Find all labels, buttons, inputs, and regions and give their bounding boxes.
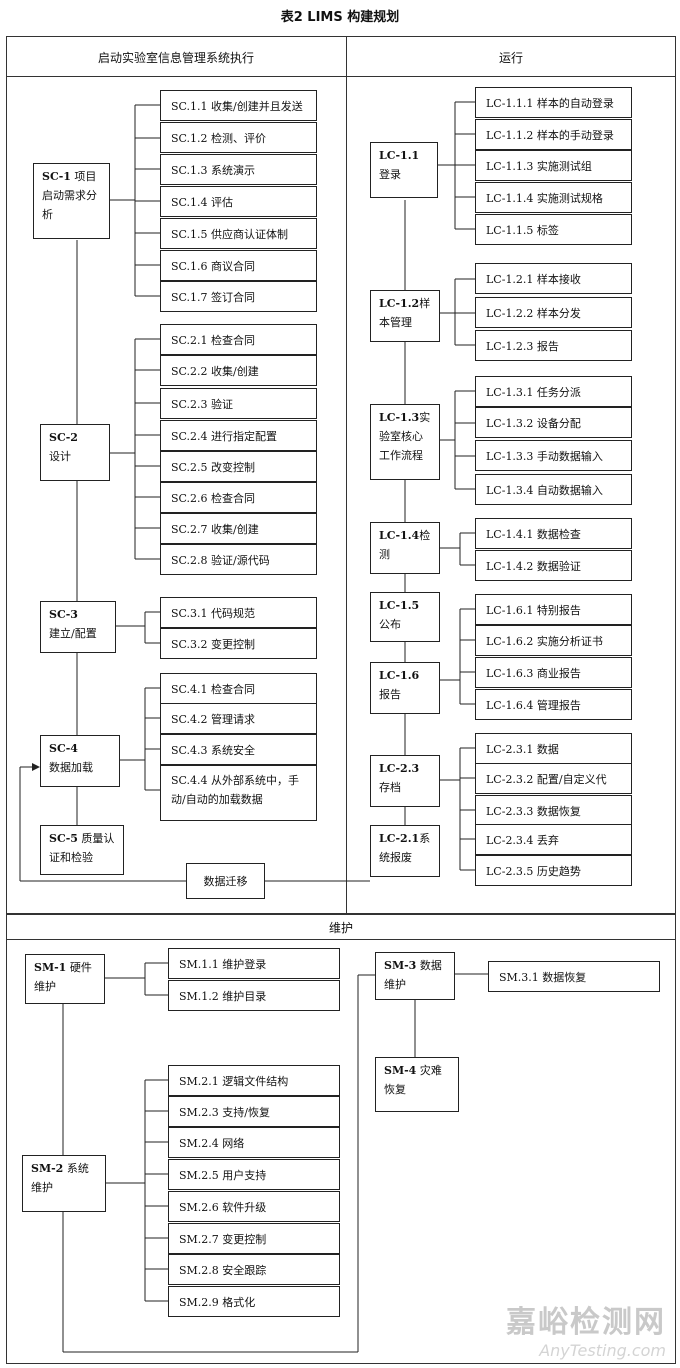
- lc-1-3-box: LC-1.3实验室核心工作流程: [370, 404, 440, 480]
- lc-1-4-2: LC-1.4.2 数据验证: [475, 550, 632, 581]
- sm-1-box: SM-1 硬件维护: [25, 954, 105, 1004]
- lc-1-6-3: LC-1.6.3 商业报告: [475, 657, 632, 688]
- sm-2-7: SM.2.7 变更控制: [168, 1223, 340, 1254]
- sc-2-7: SC.2.7 收集/创建: [160, 513, 317, 544]
- header-row: [6, 36, 676, 77]
- lc-1-1-5: LC-1.1.5 标签: [475, 214, 632, 245]
- sm-2-8: SM.2.8 安全跟踪: [168, 1254, 340, 1285]
- lc-1-1-1: LC-1.1.1 样本的自动登录: [475, 87, 632, 118]
- lc-1-3-3: LC-1.3.3 手动数据输入: [475, 440, 632, 471]
- sm-1-1: SM.1.1 维护登录: [168, 948, 340, 979]
- sc-2-6: SC.2.6 检查合同: [160, 482, 317, 513]
- sc-5-box: SC-5 质量认证和检验: [40, 825, 124, 875]
- header-startup-execution: 启动实验室信息管理系统执行: [97, 51, 254, 65]
- lc-1-2-1: LC-1.2.1 样本接收: [475, 263, 632, 294]
- lc-2-3-4: LC-2.3.4 丢弃: [475, 824, 632, 855]
- data-migration-box: 数据迁移: [186, 863, 265, 899]
- lc-1-1-2: LC-1.1.2 样本的手动登录: [475, 119, 632, 150]
- sc-2-1: SC.2.1 检查合同: [160, 324, 317, 355]
- lc-2-3-5: LC-2.3.5 历史趋势: [475, 855, 632, 886]
- sm-1-2: SM.1.2 维护目录: [168, 980, 340, 1011]
- sc-1-box: SC-1 项目启动需求分析: [33, 163, 110, 239]
- sc-4-1: SC.4.1 检查合同: [160, 673, 317, 704]
- lc-1-3-1: LC-1.3.1 任务分派: [475, 376, 632, 407]
- sm-4-box: SM-4 灾难恢复: [375, 1057, 459, 1112]
- sm-2-4: SM.2.4 网络: [168, 1127, 340, 1158]
- sc-2-8: SC.2.8 验证/源代码: [160, 544, 317, 575]
- sc-4-2: SC.4.2 管理请求: [160, 703, 317, 734]
- lc-2-3-3: LC-2.3.3 数据恢复: [475, 795, 632, 826]
- lc-1-6-4: LC-1.6.4 管理报告: [475, 689, 632, 720]
- column-divider: [346, 36, 347, 914]
- lc-1-6-1: LC-1.6.1 特别报告: [475, 594, 632, 625]
- header-maintenance: 维护: [328, 921, 353, 935]
- sm-2-3: SM.2.3 支持/恢复: [168, 1096, 340, 1127]
- sc-1-1: SC.1.1 收集/创建并且发送: [160, 90, 317, 121]
- sm-3-1: SM.3.1 数据恢复: [488, 961, 660, 992]
- sc-2-2: SC.2.2 收集/创建: [160, 355, 317, 386]
- lc-1-2-box: LC-1.2样本管理: [370, 290, 440, 342]
- sc-2-3: SC.2.3 验证: [160, 388, 317, 419]
- sm-2-box: SM-2 系统维护: [22, 1155, 106, 1212]
- lc-1-6-box: LC-1.6 报告: [370, 662, 440, 714]
- lc-1-6-2: LC-1.6.2 实施分析证书: [475, 625, 632, 656]
- sm-2-6: SM.2.6 软件升级: [168, 1191, 340, 1222]
- lc-1-3-4: LC-1.3.4 自动数据输入: [475, 474, 632, 505]
- sc-4-3: SC.4.3 系统安全: [160, 734, 317, 765]
- sc-1-4: SC.1.4 评估: [160, 186, 317, 217]
- watermark-en: AnyTesting.com: [539, 1341, 666, 1360]
- lc-1-1-4: LC-1.1.4 实施测试规格: [475, 182, 632, 213]
- header-operation: 运行: [498, 51, 523, 65]
- lc-1-4-1: LC-1.4.1 数据检查: [475, 518, 632, 549]
- sc-1-5: SC.1.5 供应商认证体制: [160, 218, 317, 249]
- sc-2-5: SC.2.5 改变控制: [160, 451, 317, 482]
- watermark: 嘉峪检测网 AnyTesting.com: [506, 1297, 666, 1360]
- sm-2-1: SM.2.1 逻辑文件结构: [168, 1065, 340, 1096]
- watermark-cn: 嘉峪检测网: [506, 1305, 666, 1340]
- sc-2-4: SC.2.4 进行指定配置: [160, 420, 317, 451]
- lc-1-4-box: LC-1.4检测: [370, 522, 440, 574]
- sm-3-box: SM-3 数据维护: [375, 952, 455, 1000]
- sc-3-2: SC.3.2 变更控制: [160, 628, 317, 659]
- maintenance-frame: [6, 914, 676, 1364]
- lc-2-3-2: LC-2.3.2 配置/自定义代: [475, 763, 632, 794]
- sc-4-4: SC.4.4 从外部系统中，手动/自动的加载数据: [160, 765, 317, 821]
- lc-1-2-3: LC-1.2.3 报告: [475, 330, 632, 361]
- sm-2-9: SM.2.9 格式化: [168, 1286, 340, 1317]
- lc-1-5-box: LC-1.5 公布: [370, 592, 440, 642]
- lc-2-1-box: LC-2.1系统报废: [370, 825, 440, 877]
- sm-2-5: SM.2.5 用户支持: [168, 1159, 340, 1190]
- sc-1-7: SC.1.7 签订合同: [160, 281, 317, 312]
- page-title: 表2 LIMS 构建规划: [280, 10, 400, 25]
- upper-frame: [6, 36, 676, 914]
- sc-1-3: SC.1.3 系统演示: [160, 154, 317, 185]
- maintenance-header-row: [6, 914, 676, 940]
- sc-1-2: SC.1.2 检测、评价: [160, 122, 317, 153]
- lc-1-1-3: LC-1.1.3 实施测试组: [475, 150, 632, 181]
- sc-3-1: SC.3.1 代码规范: [160, 597, 317, 628]
- lc-1-2-2: LC-1.2.2 样本分发: [475, 297, 632, 328]
- lc-1-3-2: LC-1.3.2 设备分配: [475, 407, 632, 438]
- lc-2-3-1: LC-2.3.1 数据: [475, 733, 632, 764]
- sc-1-6: SC.1.6 商议合同: [160, 250, 317, 281]
